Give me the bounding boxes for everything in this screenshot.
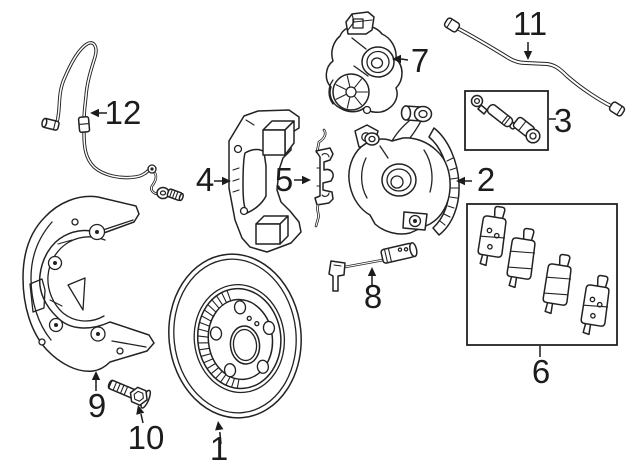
brake-pad bbox=[506, 227, 536, 289]
sensor-tip bbox=[41, 117, 60, 131]
callout-9-number[interactable]: 9 bbox=[88, 387, 106, 424]
callout-1-number[interactable]: 1 bbox=[210, 430, 228, 467]
callout-3[interactable]: 3 bbox=[549, 102, 572, 139]
brake-pad bbox=[580, 274, 610, 336]
callout-5-number[interactable]: 5 bbox=[275, 161, 293, 198]
part-6-callout-box bbox=[466, 203, 618, 346]
callout-7-number[interactable]: 7 bbox=[411, 42, 429, 79]
callout-1[interactable]: 1 bbox=[210, 421, 228, 467]
part-12-sensor-wire bbox=[41, 41, 184, 202]
callout-5[interactable]: 5 bbox=[275, 161, 311, 198]
part-11-brake-hose-line bbox=[443, 17, 626, 117]
part-3-callout-box bbox=[464, 90, 549, 151]
part-3-guide-pin-kit bbox=[470, 94, 541, 144]
part-2-brake-caliper bbox=[348, 105, 460, 236]
part-4-caliper-bracket bbox=[228, 109, 302, 253]
part-5-retainer-clip bbox=[314, 128, 334, 228]
callout-8-number[interactable]: 8 bbox=[364, 278, 382, 315]
part-8-pad-wear-sensor bbox=[328, 242, 418, 292]
callout-10[interactable]: 10 bbox=[128, 405, 165, 456]
callout-11-number[interactable]: 11 bbox=[513, 5, 547, 42]
callout-10-number[interactable]: 10 bbox=[128, 419, 165, 456]
callout-2[interactable]: 2 bbox=[456, 161, 495, 198]
brake-pad bbox=[477, 205, 507, 267]
callout-7[interactable]: 7 bbox=[392, 42, 429, 79]
callout-4-number[interactable]: 4 bbox=[196, 161, 214, 198]
callout-8[interactable]: 8 bbox=[364, 267, 382, 315]
sensor-stud bbox=[166, 188, 184, 202]
part-1-brake-rotor bbox=[168, 253, 302, 419]
callout-9[interactable]: 9 bbox=[88, 371, 106, 424]
part-7-parking-brake-actuator bbox=[325, 11, 403, 115]
callout-6[interactable]: 6 bbox=[532, 346, 550, 390]
callout-12[interactable]: 12 bbox=[90, 94, 141, 131]
callout-12-number[interactable]: 12 bbox=[105, 94, 142, 131]
part-9-splash-shield bbox=[22, 195, 155, 372]
brake-pad bbox=[542, 253, 572, 315]
part-6-brake-pad-set bbox=[477, 205, 610, 336]
callout-6-number[interactable]: 6 bbox=[532, 353, 550, 390]
callout-4[interactable]: 4 bbox=[196, 161, 231, 198]
part-10-mounting-bolt bbox=[107, 379, 152, 409]
callout-3-number[interactable]: 3 bbox=[554, 102, 572, 139]
callout-2-number[interactable]: 2 bbox=[477, 161, 495, 198]
callout-11[interactable]: 11 bbox=[513, 5, 547, 60]
